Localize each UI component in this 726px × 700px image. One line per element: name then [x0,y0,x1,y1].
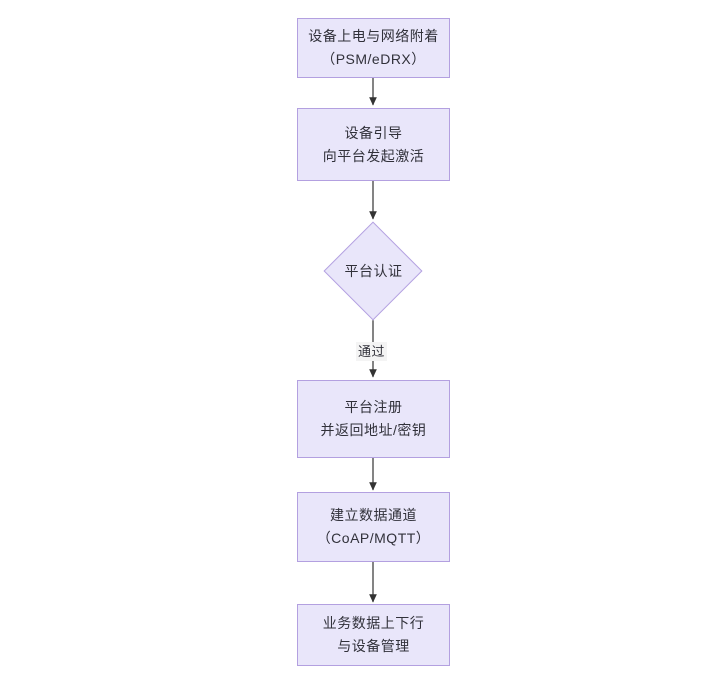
node-device-bootstrap[interactable]: 设备引导 向平台发起激活 [297,108,450,181]
node-device-power-on[interactable]: 设备上电与网络附着 （PSM/eDRX） [297,18,450,78]
node-line: 设备引导 [344,124,403,141]
edge-label-text: 通过 [358,344,386,359]
node-data-channel[interactable]: 建立数据通道 （CoAP/MQTT） [297,492,450,562]
node-line: （CoAP/MQTT） [316,530,431,546]
node-line: 业务数据上下行 [322,615,425,631]
node-line: （PSM/eDRX） [321,51,426,67]
node-platform-auth-label: 平台认证 [325,261,422,281]
node-line: 并返回地址/密钥 [320,422,427,438]
edge-label-pass: 通过 [356,342,388,361]
node-business-data[interactable]: 业务数据上下行 与设备管理 [297,604,450,666]
node-line: 建立数据通道 [330,507,417,523]
node-line: 平台注册 [344,399,403,415]
node-platform-register[interactable]: 平台注册 并返回地址/密钥 [297,380,450,458]
node-line: 向平台发起激活 [322,147,425,164]
node-line: 平台认证 [344,263,403,279]
node-line: 与设备管理 [337,638,410,654]
node-line: 设备上电与网络附着 [308,28,439,44]
